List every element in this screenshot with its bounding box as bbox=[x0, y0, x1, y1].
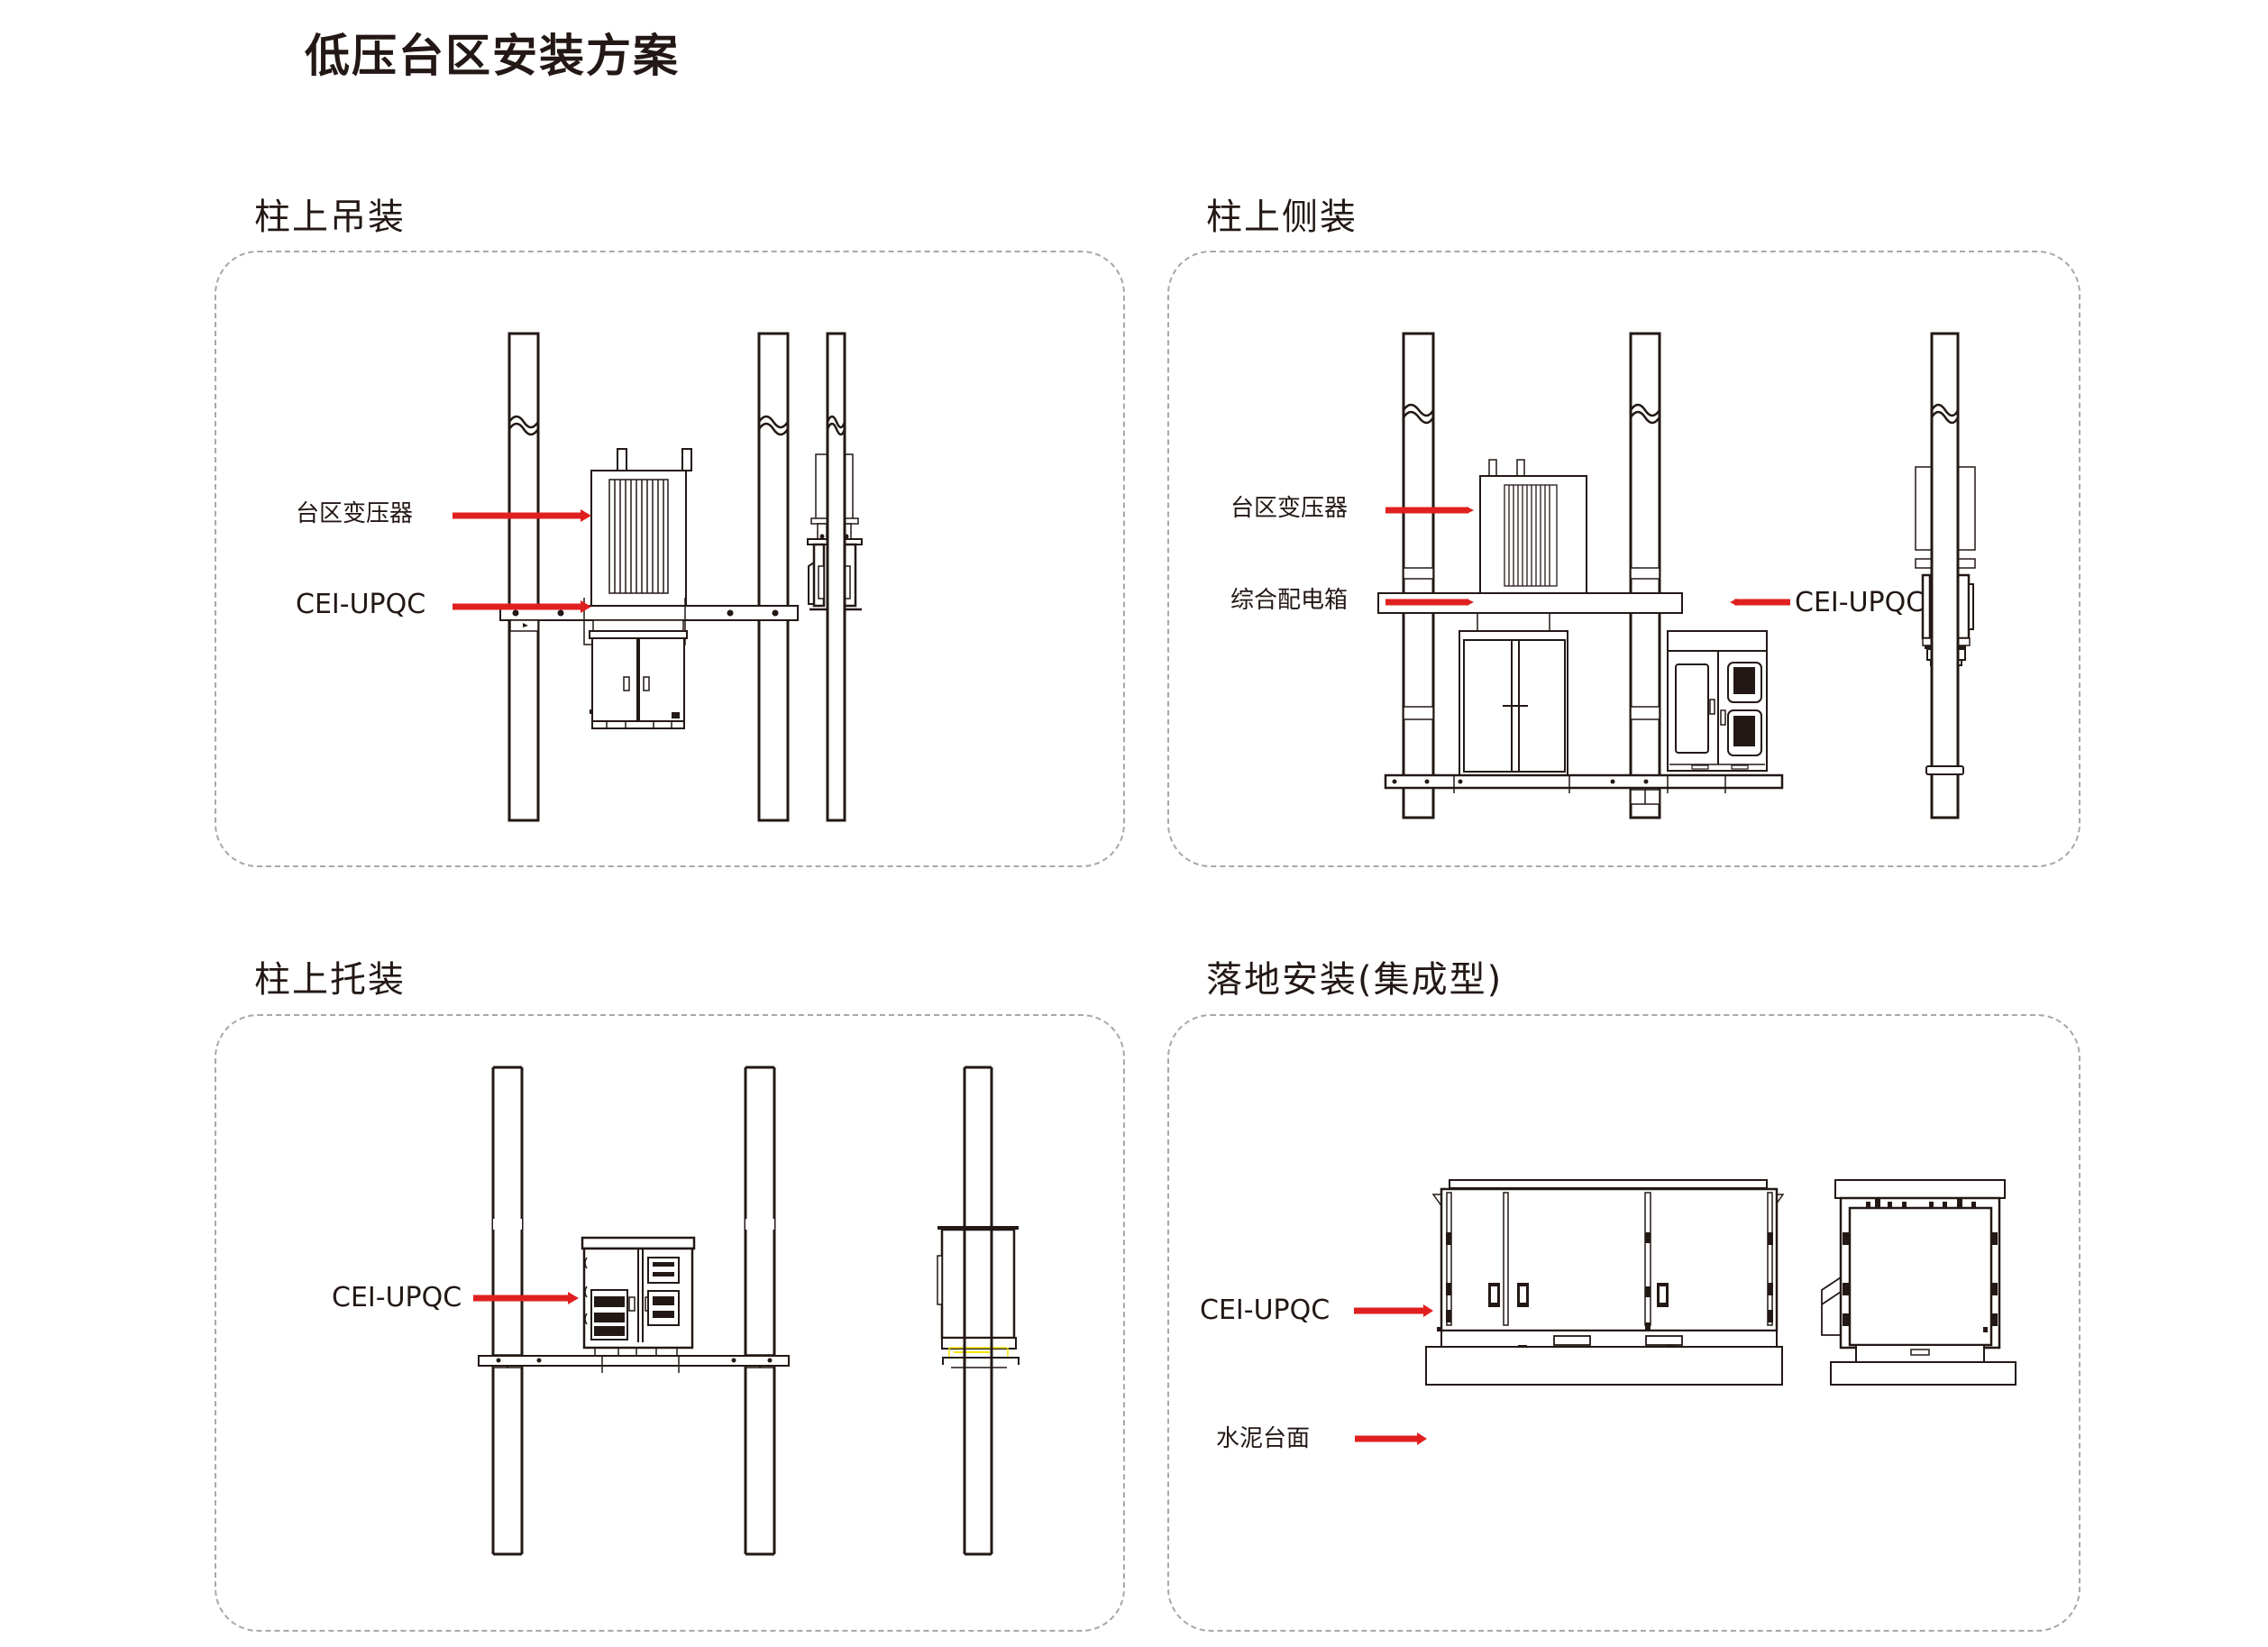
panel-pole-side: 台区变压器 综合配电箱 CEI-UPQC bbox=[1167, 251, 2081, 867]
label-transformer: 台区变压器 bbox=[296, 500, 413, 527]
arrow-cei-upqc bbox=[1354, 1304, 1433, 1317]
cei-upqc-box-front bbox=[1667, 630, 1768, 772]
label-transformer: 台区变压器 bbox=[1230, 495, 1348, 522]
pole-hanging-diagram: 台区变压器 CEI-UPQC bbox=[296, 332, 863, 822]
side-view-pole-hanging bbox=[807, 332, 863, 822]
pole-side-diagram: 台区变压器 综合配电箱 CEI-UPQC bbox=[1230, 332, 1976, 819]
integrated-cabinet-front bbox=[1431, 1179, 1785, 1349]
panel-ground-mounted: CEI-UPQC 水泥台面 bbox=[1167, 1014, 2081, 1632]
arrow-transformer bbox=[453, 509, 591, 522]
transformer-front bbox=[1479, 459, 1587, 594]
distribution-box-front bbox=[1459, 630, 1568, 776]
label-cei-upqc: CEI-UPQC bbox=[1795, 587, 1925, 618]
ground-mounted-diagram: CEI-UPQC 水泥台面 bbox=[1200, 1179, 2017, 1452]
label-cei-upqc: CEI-UPQC bbox=[332, 1282, 462, 1313]
cei-upqc-box-front bbox=[589, 630, 688, 729]
crossbeam bbox=[478, 1355, 790, 1373]
label-distribution-box: 综合配电箱 bbox=[1230, 587, 1348, 614]
pole-left bbox=[491, 1066, 524, 1556]
page-title: 低压台区安装方案 bbox=[305, 30, 680, 82]
label-concrete-base: 水泥台面 bbox=[1216, 1425, 1310, 1452]
panel-pole-bracket: CEI-UPQC bbox=[215, 1014, 1125, 1632]
pole-right bbox=[1629, 332, 1661, 819]
lower-platform bbox=[1384, 773, 1784, 793]
upper-platform bbox=[1377, 592, 1683, 614]
cei-upqc-box-front bbox=[581, 1236, 696, 1356]
pole-left bbox=[1402, 332, 1435, 819]
section-heading-ground-mounted: 落地安装(集成型) bbox=[1206, 959, 1504, 1001]
section-heading-pole-hanging: 柱上吊装 bbox=[254, 197, 406, 238]
section-heading-pole-bracket: 柱上托装 bbox=[254, 959, 406, 1001]
pole-left bbox=[508, 332, 540, 822]
transformer-front bbox=[590, 448, 692, 607]
pole-right bbox=[744, 1066, 776, 1556]
arrow-cei-upqc bbox=[473, 1292, 579, 1304]
concrete-base-side bbox=[1830, 1361, 2017, 1386]
label-cei-upqc: CEI-UPQC bbox=[296, 589, 425, 620]
arrow-cei-upqc bbox=[453, 600, 591, 613]
concrete-base-front bbox=[1425, 1346, 1783, 1386]
arrow-transformer bbox=[1385, 507, 1474, 514]
arrow-concrete-base bbox=[1355, 1432, 1427, 1445]
pole-bracket-diagram: CEI-UPQC bbox=[332, 1066, 1020, 1556]
label-cei-upqc: CEI-UPQC bbox=[1200, 1295, 1330, 1326]
section-heading-pole-side: 柱上侧装 bbox=[1206, 197, 1358, 238]
arrow-distribution-box bbox=[1385, 599, 1474, 606]
side-view-pole-bracket bbox=[937, 1066, 1020, 1556]
panel-pole-hanging: 台区变压器 CEI-UPQC bbox=[215, 251, 1125, 867]
arrow-cei-upqc bbox=[1730, 599, 1790, 606]
side-view-pole-side bbox=[1915, 332, 1976, 819]
integrated-cabinet-side bbox=[1821, 1179, 2006, 1363]
pole-right bbox=[757, 332, 790, 822]
